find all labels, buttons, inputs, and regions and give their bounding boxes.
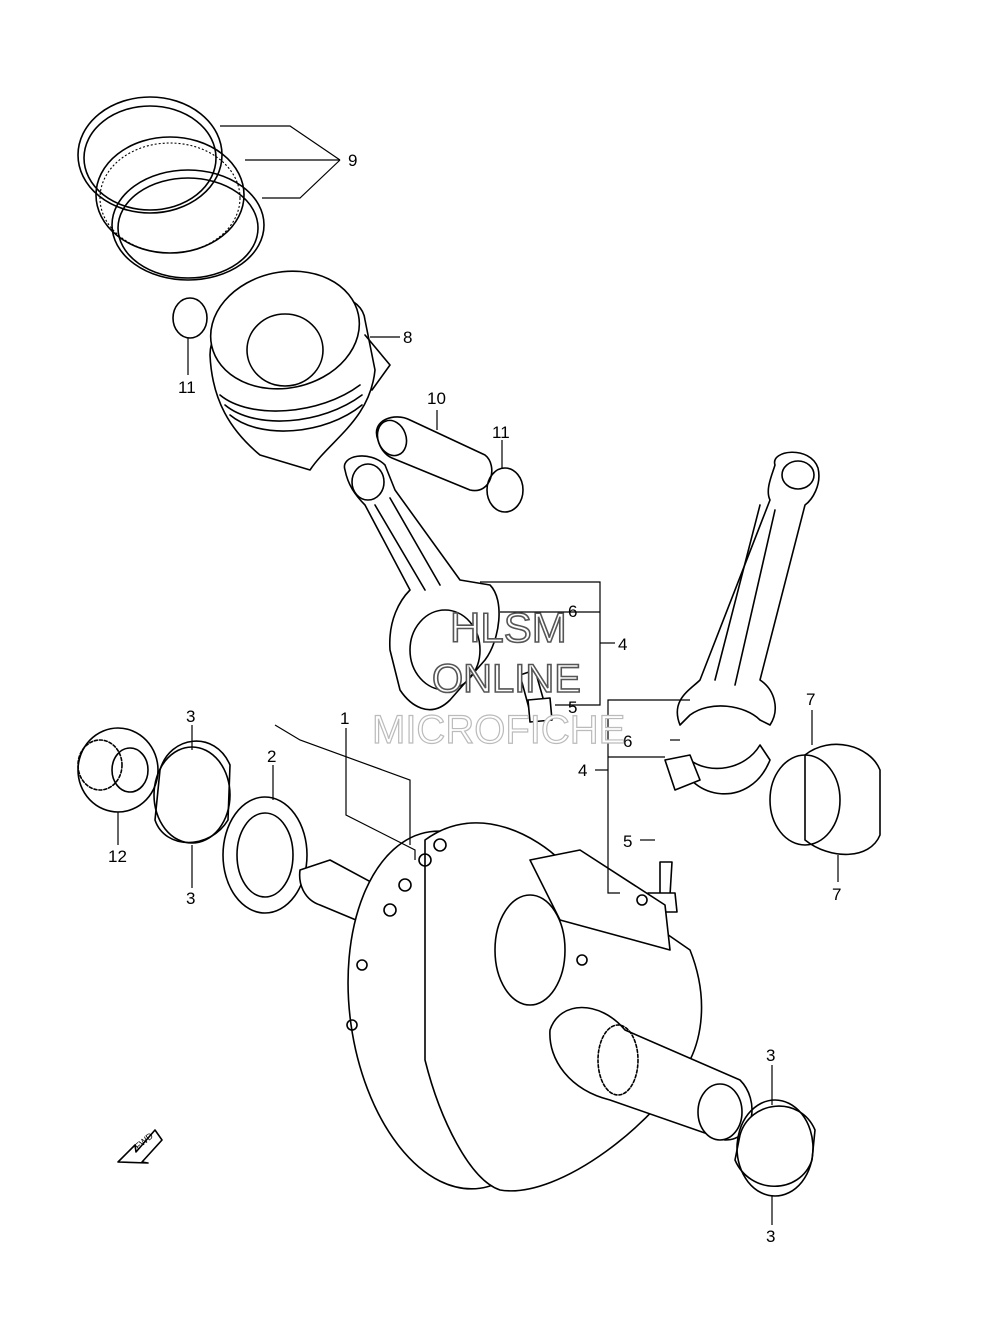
watermark-line-2: ONLINE xyxy=(432,657,581,701)
callout-11-left: 11 xyxy=(178,378,196,397)
callout-3-right-top: 3 xyxy=(766,1046,775,1065)
callout-3-right-bottom: 3 xyxy=(766,1227,775,1246)
callout-5-left: 5 xyxy=(568,698,577,717)
balancer-gear xyxy=(77,727,159,813)
thrust-washer xyxy=(222,796,308,914)
callout-6-left: 6 xyxy=(568,602,577,621)
callout-lines xyxy=(117,125,839,1225)
callout-12: 12 xyxy=(108,847,127,866)
callout-4-right: 4 xyxy=(578,761,587,780)
watermark: HLSM ONLINE MICROFICHE xyxy=(371,603,626,752)
callout-3-left-top: 3 xyxy=(186,707,195,726)
fwd-arrow-icon: FWD xyxy=(117,1129,163,1164)
callout-11-right: 11 xyxy=(492,423,510,442)
callout-8: 8 xyxy=(403,328,412,347)
callout-2: 2 xyxy=(267,747,276,766)
callout-7-bottom: 7 xyxy=(832,885,841,904)
callout-6-right: 6 xyxy=(623,732,632,751)
crankshaft xyxy=(298,822,753,1192)
connecting-rod-assembled xyxy=(343,455,553,723)
circlip-right xyxy=(486,467,524,513)
main-bearing-right xyxy=(734,1099,816,1197)
circlip-left xyxy=(172,297,208,339)
callout-10: 10 xyxy=(427,389,446,408)
callout-7-top: 7 xyxy=(806,690,815,709)
main-bearing-left xyxy=(153,740,231,844)
piston-pin xyxy=(375,416,493,492)
callout-9: 9 xyxy=(348,151,357,170)
piston-ring-set xyxy=(77,96,265,281)
callout-1: 1 xyxy=(340,709,349,728)
callout-3-left-bottom: 3 xyxy=(186,889,195,908)
watermark-line-1: HLSM xyxy=(450,604,567,651)
callout-4-left: 4 xyxy=(618,635,627,654)
callout-5-right: 5 xyxy=(623,832,632,851)
piston xyxy=(209,270,391,471)
rod-bearing xyxy=(769,743,881,856)
watermark-line-3: MICROFICHE xyxy=(372,708,625,752)
